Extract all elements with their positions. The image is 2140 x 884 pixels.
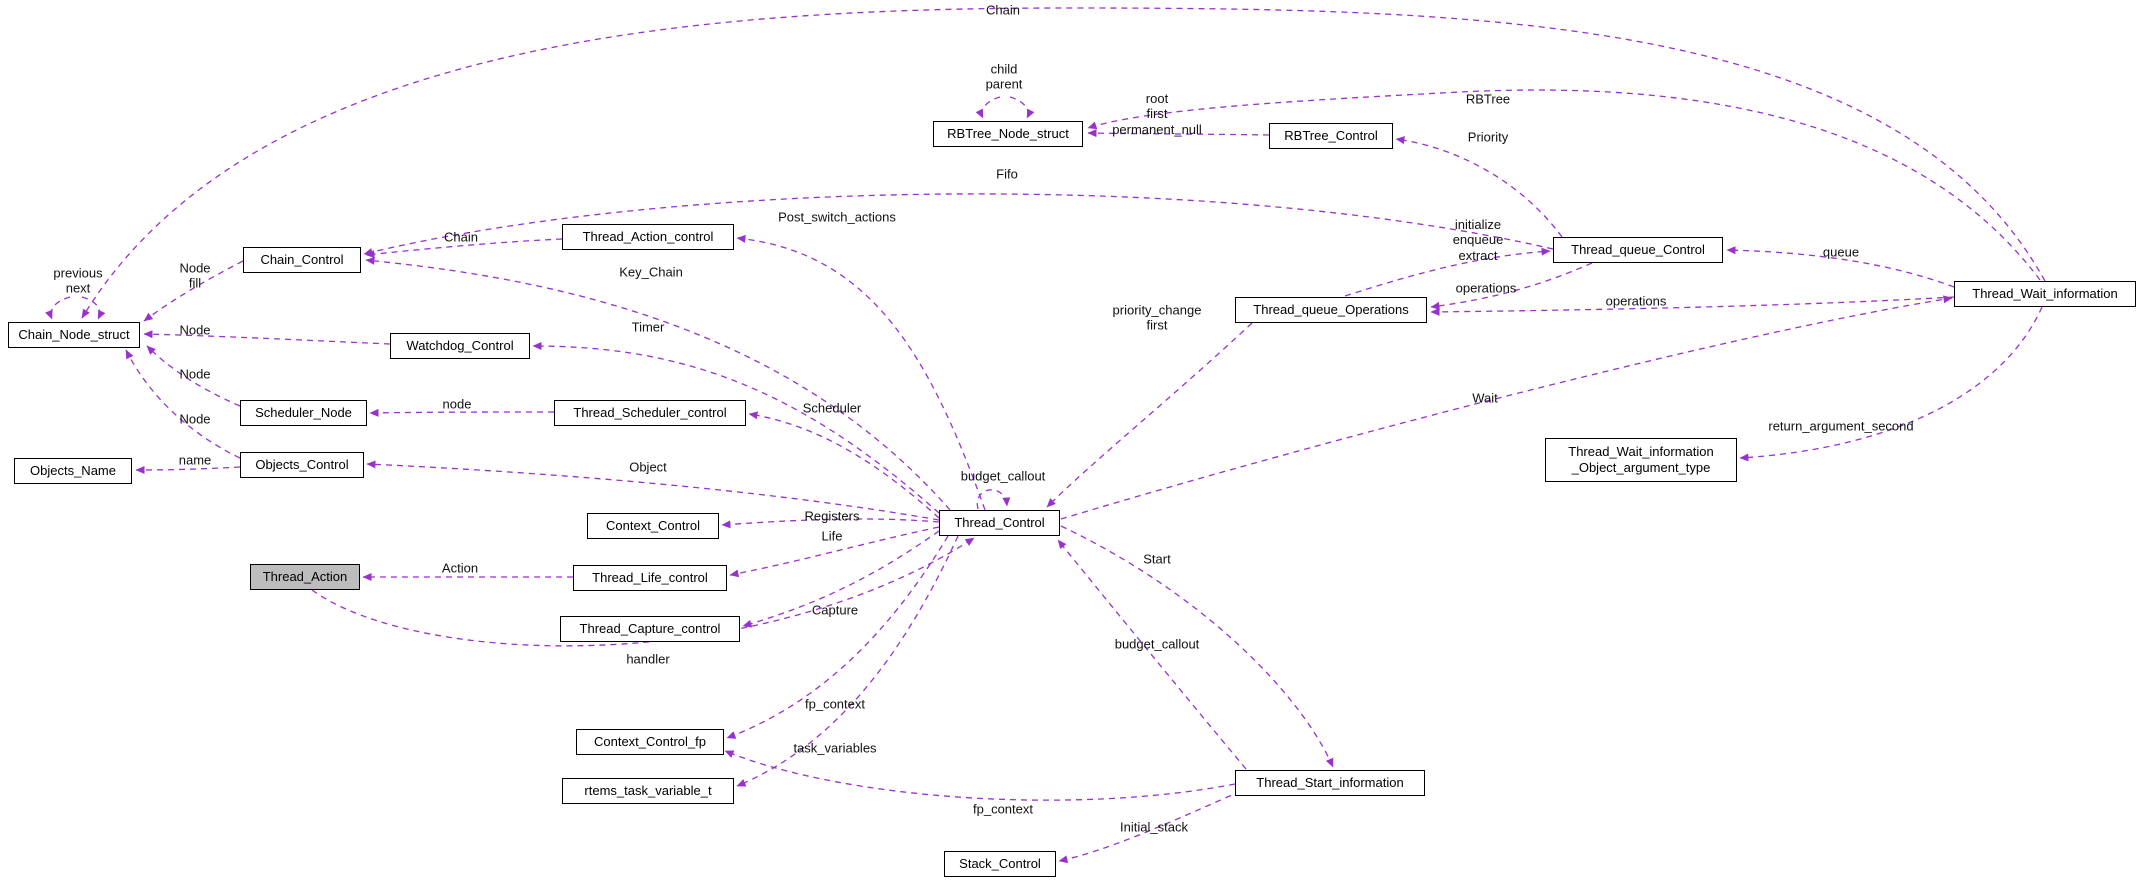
- node-thread_queue_operations[interactable]: Thread_queue_Operations: [1235, 297, 1427, 323]
- node-thread_life_control[interactable]: Thread_Life_control: [573, 565, 727, 591]
- edge-registers: [721, 518, 940, 529]
- edge-label-node_scheduler: Node: [179, 366, 211, 382]
- edge-child_parent_b: [1009, 96, 1035, 119]
- node-rtems_task_variable_t[interactable]: rtems_task_variable_t: [562, 778, 734, 804]
- node-thread_capture_control[interactable]: Thread_Capture_control: [560, 616, 740, 642]
- edge-label-start: Start: [1143, 551, 1171, 567]
- edge-fp_context_tsi: [724, 750, 1236, 801]
- edge-label-fifo: Fifo: [996, 166, 1018, 182]
- node-context_control_fp[interactable]: Context_Control_fp: [576, 729, 724, 755]
- node-chain_node_struct[interactable]: Chain_Node_struct: [8, 322, 140, 348]
- edge-label-node_objects: Node: [179, 411, 211, 427]
- edge-label-operations_tqc: operations: [1455, 280, 1517, 296]
- edge-operations_twi: [1430, 296, 1955, 316]
- edge-label-fp_context_tsi: fp_context: [973, 801, 1033, 817]
- node-context_control[interactable]: Context_Control: [587, 513, 719, 539]
- edge-budget_callout_self: [976, 489, 1011, 510]
- node-rbtree_node_struct[interactable]: RBTree_Node_struct: [933, 121, 1083, 147]
- edge-label-registers: Registers: [804, 508, 860, 524]
- edge-life: [729, 526, 940, 578]
- edge-start: [1060, 525, 1334, 768]
- node-thread_start_information[interactable]: Thread_Start_information: [1235, 770, 1425, 796]
- edge-wait: [1060, 295, 1953, 520]
- node-chain_control[interactable]: Chain_Control: [243, 247, 361, 273]
- edge-fp_context_tc: [726, 535, 949, 739]
- edge-label-chain_tac: Chain: [444, 229, 478, 245]
- edge-priority_change_first: [1046, 322, 1253, 508]
- edge-label-node_tsc: node: [442, 396, 472, 412]
- node-stack_control[interactable]: Stack_Control: [944, 851, 1056, 877]
- edge-node_tsc: [369, 408, 555, 417]
- edge-chain: [81, 7, 2046, 319]
- edge-label-task_variables: task_variables: [793, 740, 877, 756]
- edge-label-priority_change_first: priority_change first: [1112, 302, 1202, 333]
- edge-node_scheduler: [146, 345, 241, 407]
- node-thread_wait_information[interactable]: Thread_Wait_information: [1954, 281, 2136, 307]
- edge-child_parent_a: [975, 96, 1001, 119]
- edge-label-rbtree: RBTree: [1465, 91, 1511, 107]
- edge-label-object: Object: [629, 459, 667, 475]
- edge-label-child_parent_a: child parent: [985, 61, 1023, 92]
- edge-operations_tqc: [1430, 262, 1593, 310]
- edge-capture: [742, 530, 940, 628]
- edge-label-budget_callout_tsi: budget_callout: [1114, 636, 1200, 652]
- edge-post_switch_actions: [736, 234, 986, 511]
- edge-label-chain: Chain: [986, 2, 1020, 18]
- edge-label-timer: Timer: [631, 319, 665, 335]
- edge-label-priority: Priority: [1467, 129, 1509, 145]
- node-thread_scheduler_control[interactable]: Thread_Scheduler_control: [554, 400, 746, 426]
- node-scheduler_node[interactable]: Scheduler_Node: [240, 400, 367, 426]
- node-watchdog_control[interactable]: Watchdog_Control: [390, 333, 530, 359]
- node-rbtree_control[interactable]: RBTree_Control: [1269, 123, 1393, 149]
- edge-label-queue: queue: [1822, 244, 1860, 260]
- edge-chain_tac: [365, 238, 563, 259]
- edge-root_first_permanent_null: [1087, 129, 1270, 138]
- edge-label-operations_twi: operations: [1605, 293, 1667, 309]
- edge-label-initial_stack: Initial_stack: [1120, 819, 1188, 835]
- edge-label-action: Action: [441, 560, 479, 576]
- edge-label-root_first_permanent_null: root first permanent_null: [1112, 91, 1202, 137]
- edge-label-handler: handler: [626, 651, 670, 667]
- edge-label-initialize_enqueue_extract: initialize enqueue extract: [1452, 217, 1504, 263]
- edge-queue: [1726, 246, 1955, 288]
- edge-label-budget_callout_self: budget_callout: [960, 468, 1046, 484]
- edge-initial_stack: [1058, 790, 1242, 864]
- edge-label-return_argument_second: return_argument_second: [1768, 418, 1914, 434]
- edge-label-key_chain: Key_Chain: [619, 264, 683, 280]
- edge-node_fill: [143, 260, 244, 322]
- node-thread_queue_control[interactable]: Thread_queue_Control: [1553, 237, 1723, 263]
- edge-label-node_watchdog: Node: [179, 322, 211, 338]
- node-thread_action: Thread_Action: [250, 564, 360, 590]
- node-objects_name[interactable]: Objects_Name: [14, 458, 132, 484]
- edge-object: [366, 460, 940, 521]
- edge-handler: [311, 537, 975, 647]
- edge-return_argument_second: [1739, 306, 2043, 462]
- edge-previous_next_a: [45, 296, 71, 320]
- edge-label-scheduler: Scheduler: [802, 400, 862, 416]
- node-objects_control[interactable]: Objects_Control: [240, 452, 364, 478]
- edge-label-previous_next_a: previous next: [53, 265, 103, 296]
- node-thread_wait_information_object_argument_type[interactable]: Thread_Wait_information _Object_argument…: [1545, 438, 1737, 482]
- edge-scheduler: [748, 411, 940, 519]
- node-thread_control[interactable]: Thread_Control: [939, 510, 1060, 536]
- edge-fifo: [363, 193, 1554, 256]
- edge-key_chain: [365, 256, 951, 511]
- edge-budget_callout_tsi: [1057, 539, 1247, 770]
- edge-label-node_fill: Node fill: [179, 260, 211, 291]
- edge-label-name: name: [178, 452, 212, 468]
- edge-label-wait: Wait: [1472, 390, 1498, 406]
- node-thread_action_control[interactable]: Thread_Action_control: [562, 224, 734, 250]
- edge-timer: [532, 342, 940, 514]
- edge-label-post_switch_actions: Post_switch_actions: [778, 209, 896, 225]
- edge-label-life: Life: [821, 528, 843, 544]
- edge-rbtree: [1087, 89, 2041, 281]
- edge-label-capture: Capture: [811, 602, 859, 618]
- edge-label-fp_context_tc: fp_context: [805, 696, 865, 712]
- edge-priority: [1395, 136, 1563, 238]
- edge-node_watchdog: [143, 330, 391, 345]
- edge-previous_next_b: [81, 296, 106, 320]
- edge-name: [135, 465, 241, 474]
